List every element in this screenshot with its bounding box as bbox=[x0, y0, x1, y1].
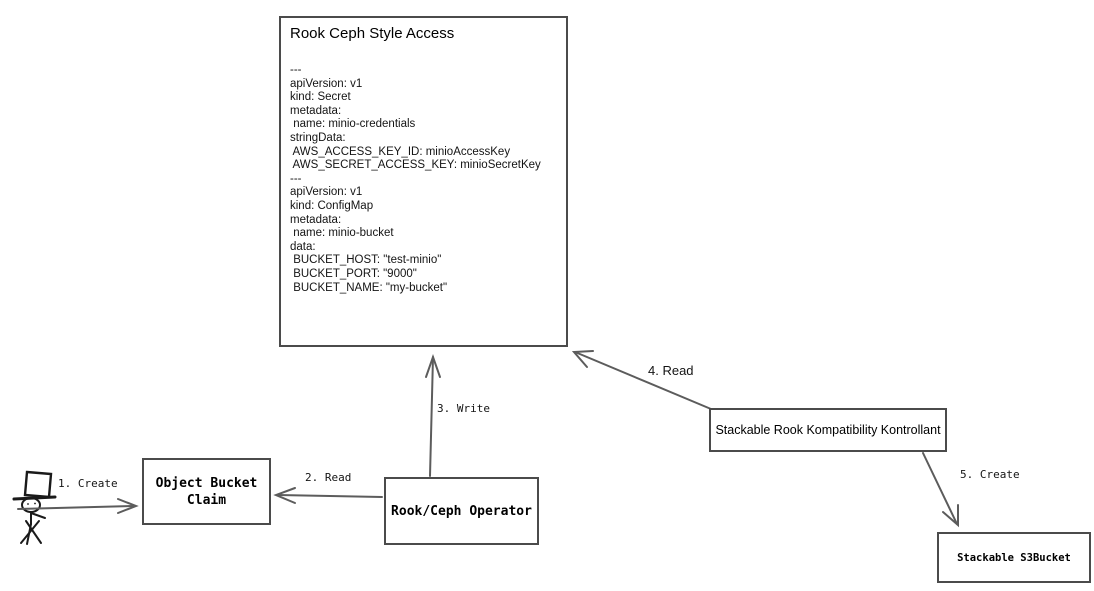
node-stackable-rook-kompatibility-kontrollant: Stackable Rook Kompatibility Kontrollant bbox=[709, 408, 947, 452]
arrow-3-write bbox=[425, 353, 441, 477]
node-rook-ceph-operator: Rook/Ceph Operator bbox=[384, 477, 539, 545]
node-object-bucket-claim: Object Bucket Claim bbox=[142, 458, 271, 525]
node-rook-ceph-style-access: Rook Ceph Style Access --- apiVersion: v… bbox=[279, 16, 568, 347]
edge-label-4-read: 4. Read bbox=[648, 363, 694, 378]
yaml-manifest-text: --- apiVersion: v1 kind: Secret metadata… bbox=[290, 64, 541, 294]
arrow-4-read bbox=[571, 350, 712, 410]
edge-label-2-read: 2. Read bbox=[305, 471, 352, 484]
arrow-5-create bbox=[922, 452, 959, 528]
edge-label-1-create: 1. Create bbox=[58, 477, 118, 490]
edge-label-5-create: 5. Create bbox=[960, 468, 1020, 481]
node-rook-ceph-operator-label: Rook/Ceph Operator bbox=[391, 503, 532, 519]
node-stackable-rook-kompatibility-kontrollant-label: Stackable Rook Kompatibility Kontrollant bbox=[715, 423, 941, 437]
node-stackable-s3bucket: Stackable S3Bucket bbox=[937, 532, 1091, 583]
yaml-box-title: Rook Ceph Style Access bbox=[290, 25, 455, 42]
arrow-2-read bbox=[273, 487, 383, 504]
node-object-bucket-claim-label: Object Bucket Claim bbox=[155, 475, 258, 508]
node-stackable-s3bucket-label: Stackable S3Bucket bbox=[957, 551, 1071, 564]
edge-label-3-write: 3. Write bbox=[437, 402, 490, 415]
arrow-1-create bbox=[17, 498, 139, 514]
